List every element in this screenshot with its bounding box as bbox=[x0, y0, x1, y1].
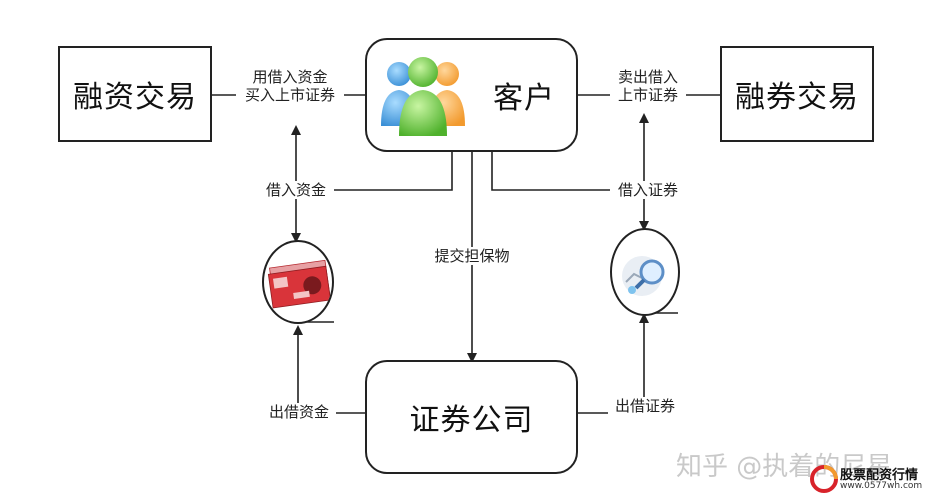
borrow-funds-label: 借入资金 bbox=[258, 181, 334, 199]
borrow-securities-label: 借入证券 bbox=[610, 181, 686, 199]
watermark-text: 知乎 @执着的尼星 bbox=[676, 452, 893, 482]
submit-collateral-label: 提交担保物 bbox=[424, 247, 520, 265]
buy-with-loan-line2: 买入上市证券 bbox=[244, 86, 335, 104]
securities-circle bbox=[610, 228, 680, 316]
client-label: 客户 bbox=[493, 81, 555, 116]
people-group-icon bbox=[381, 57, 465, 136]
lend-funds-label: 出借资金 bbox=[262, 403, 336, 421]
logo-title: 股票配资行情 bbox=[840, 468, 919, 483]
magnifier-chart-icon bbox=[622, 256, 665, 296]
banknotes-icon bbox=[267, 259, 331, 309]
site-logo-icon bbox=[810, 465, 838, 493]
broker-label: 证券公司 bbox=[409, 403, 534, 438]
buy-with-loan-label: 用借入资金 买入上市证券 bbox=[236, 68, 344, 104]
sell-borrowed-line1: 卖出借入 bbox=[617, 68, 678, 86]
short-selling-box: 融券交易 bbox=[720, 46, 874, 142]
sell-borrowed-line2: 上市证券 bbox=[617, 86, 678, 104]
short-selling-label: 融券交易 bbox=[735, 80, 859, 115]
sell-borrowed-label: 卖出借入 上市证券 bbox=[610, 68, 686, 104]
lend-securities-label: 出借证券 bbox=[608, 397, 682, 415]
borrow-securities-line bbox=[491, 152, 644, 191]
buy-with-loan-line1: 用借入资金 bbox=[252, 68, 328, 86]
client-box: 客户 bbox=[365, 38, 578, 152]
margin-trading-label: 融资交易 bbox=[73, 80, 197, 115]
logo-url: www.0577wh.com bbox=[840, 481, 923, 491]
site-logo: 股票配资行情 www.0577wh.com bbox=[810, 462, 922, 498]
funds-circle bbox=[262, 240, 334, 324]
broker-box: 证券公司 bbox=[365, 360, 578, 474]
margin-trading-box: 融资交易 bbox=[58, 46, 212, 142]
borrow-funds-line bbox=[296, 152, 453, 191]
